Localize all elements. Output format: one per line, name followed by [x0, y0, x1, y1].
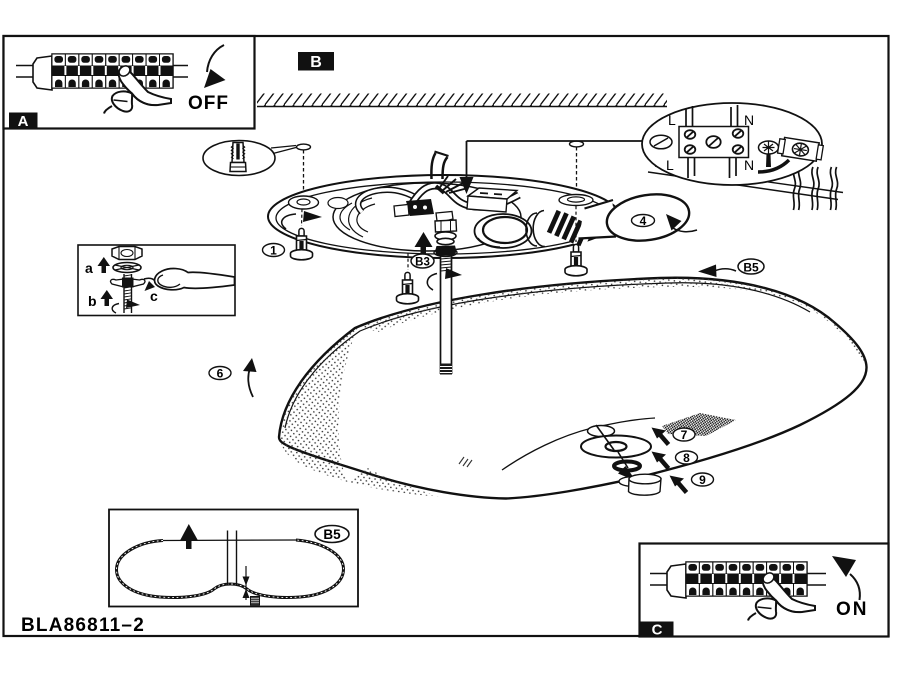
svg-text:b: b: [88, 293, 97, 309]
svg-text:6: 6: [217, 367, 224, 381]
svg-text:4: 4: [640, 214, 647, 228]
svg-text:L: L: [668, 112, 676, 128]
svg-text:BLA86811–2: BLA86811–2: [21, 615, 145, 636]
svg-text:N: N: [744, 112, 754, 128]
svg-text:1: 1: [270, 244, 277, 258]
svg-text:B3: B3: [415, 257, 430, 269]
svg-text:L: L: [666, 157, 674, 173]
svg-text:N: N: [744, 157, 754, 173]
svg-text:8: 8: [683, 451, 690, 465]
svg-text:B5: B5: [743, 261, 759, 275]
svg-text:B5: B5: [323, 527, 341, 542]
svg-text:A: A: [18, 113, 29, 130]
svg-text:ON: ON: [836, 599, 869, 620]
svg-text:c: c: [150, 288, 158, 304]
svg-text:9: 9: [699, 473, 706, 487]
svg-text:OFF: OFF: [188, 93, 229, 114]
svg-text:C: C: [652, 622, 663, 639]
svg-text:7: 7: [681, 428, 688, 442]
svg-text:a: a: [85, 260, 93, 276]
svg-text:B: B: [310, 54, 322, 71]
